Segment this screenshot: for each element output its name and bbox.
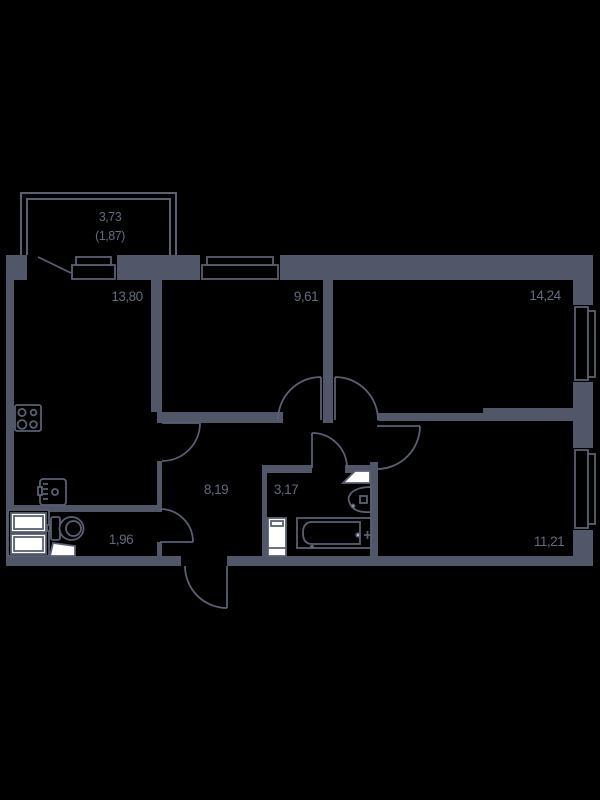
bathroom-door-swing-icon xyxy=(311,432,348,469)
wc-door-swing-icon xyxy=(159,508,194,543)
room-area-label-bathroom: 3,17 xyxy=(274,482,298,497)
labels: 3,73 (1,87) 13,80 9,61 14,24 8,19 3,17 1… xyxy=(95,210,564,549)
balcony-door-opening xyxy=(27,255,72,280)
room-area-label-hallway: 8,19 xyxy=(204,482,228,497)
bedroom-3-door-swing-icon xyxy=(376,425,421,470)
balcony-counted-area-label: (1,87) xyxy=(95,229,125,243)
bathroom-sink-icon xyxy=(347,486,372,514)
stove-icon xyxy=(14,404,42,432)
washing-machine-icon xyxy=(267,517,287,557)
bedroom-3-window-icon xyxy=(574,449,596,529)
wc-corner-shelf-icon xyxy=(48,541,76,557)
room-area-label-kitchen: 13,80 xyxy=(111,289,142,304)
bathroom-corner-shelf-icon xyxy=(340,470,371,484)
balcony-door-swing-icon xyxy=(37,256,72,274)
toilet-icon xyxy=(46,516,85,541)
room-area-label-bedroom-2: 14,24 xyxy=(529,288,561,303)
kitchen-window-icon xyxy=(71,256,116,280)
balcony-total-area-label: 3,73 xyxy=(99,210,122,224)
room-area-label-bedroom-1: 9,61 xyxy=(294,289,318,304)
bedroom-1-door-swing-icon xyxy=(277,376,322,421)
bathtub-icon xyxy=(296,517,372,550)
bedroom-2-door-swing-icon xyxy=(334,376,379,421)
room-area-label-wc: 1,96 xyxy=(109,532,133,547)
entrance-door-swing-icon xyxy=(184,565,228,609)
kitchen-sink-icon xyxy=(37,478,67,506)
room-area-label-bedroom-3: 11,21 xyxy=(534,534,564,549)
bedroom-1-window-icon xyxy=(201,256,279,280)
bedroom-2-window-icon xyxy=(574,306,596,381)
entrance-opening xyxy=(181,556,227,566)
kitchen-door-swing-icon xyxy=(161,422,201,462)
washer-column-icon xyxy=(7,509,50,557)
balcony-outline xyxy=(20,192,177,255)
